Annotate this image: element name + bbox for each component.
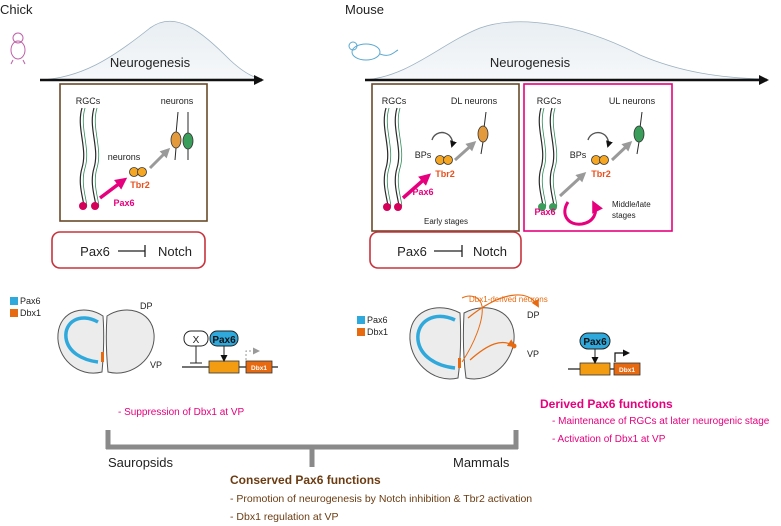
mouse-early-bp-cells [435,155,453,165]
gene-x-label: X [193,335,200,346]
mouse-late-grey-arrow-2 [558,171,587,198]
chick-rgc-soma-2 [91,202,99,210]
mouse-late-ul-neuron [633,111,645,155]
chick-legend-pax6: Pax6 [20,296,41,306]
mouse-brain-vp: VP [527,349,539,359]
mouse-late-stage-1: Middle/late [612,200,651,209]
mouse-late-stage-2: stages [612,211,636,220]
chick-icon [10,32,26,65]
mouse-late-rgcs: RGCs [537,96,562,106]
mouse-early-box [371,83,520,232]
mouse-early-tbr2: Tbr2 [435,169,455,179]
chick-legend-dbx1-swatch [10,309,18,317]
mouse-early-bps: BPs [415,150,432,160]
mammals-label: Mammals [453,455,510,470]
mouse-late-bp-cells [591,155,609,165]
mouse-late-box [523,83,673,232]
chick-panel-box [59,83,208,222]
chick-notch-box [51,231,206,269]
mouse-early-dl-neuron [477,111,489,155]
mouse-notch-box [369,231,522,269]
chick-brain-dp: DP [140,301,153,311]
mouse-brain [409,294,539,380]
mouse-early-self-renew [431,131,457,148]
chick-brain-vp: VP [150,360,162,370]
mouse-late-pax6: Pax6 [534,207,555,217]
mouse-late-rgc-1 [538,107,547,209]
chick-neuron-green [182,112,194,160]
mouse-notch-pax6: Pax6 [397,244,427,259]
mouse-neurogenesis-label: Neurogenesis [490,55,571,70]
mouse-late-pax6-loop [563,200,603,226]
mouse-late-bps: BPs [570,150,587,160]
chick-neurons-top-label: neurons [161,96,194,106]
suppression-text: - Suppression of Dbx1 at VP [118,407,245,418]
mouse-early-rgc-2 [394,107,403,209]
chick-pax6-arrow [98,177,128,200]
mouse-late-self-renew [587,131,613,148]
mouse-brain-dp: DP [527,310,540,320]
chick-rgc-fiber-2 [91,107,100,209]
mouse-gene-dbx1: Dbx1 [619,367,635,374]
mouse-legend-dbx1: Dbx1 [367,327,388,337]
mouse-early-grey-arrow [453,140,477,162]
conserved-item-2: - Dbx1 regulation at VP [230,511,339,523]
phylogeny-tree [105,430,519,467]
mouse-late-tbr2: Tbr2 [591,169,611,179]
chick-label: Chick [0,2,33,17]
sauropsids-label: Sauropsids [108,455,174,470]
chick-tbr2-label: Tbr2 [130,180,150,190]
conserved-item-1: - Promotion of neurogenesis by Notch inh… [230,493,532,505]
gene-x-pill [183,330,209,347]
chick-bp-cells [129,167,147,177]
derived-title: Derived Pax6 functions [540,397,673,411]
derived-item-1: - Maintenance of RGCs at later neurogeni… [552,416,770,427]
mouse-late-rgc-2 [549,107,558,209]
chick-rgc-soma-1 [79,202,87,210]
chick-legend-dbx1: Dbx1 [20,308,41,318]
chick-notch-pax6: Pax6 [80,244,110,259]
mouse-label: Mouse [345,2,384,17]
chick-pax6-label: Pax6 [113,198,134,208]
chick-gene-pax6-pill [209,330,239,347]
mouse-early-rgcs: RGCs [382,96,407,106]
mouse-early-pax6: Pax6 [412,187,433,197]
chick-rgcs-label: RGCs [76,96,101,106]
chick-notch-notch: Notch [158,244,192,259]
mouse-gene-pax6: Pax6 [583,337,607,348]
mouse-early-soma-1 [383,203,391,211]
mouse-late-soma-1 [538,203,546,211]
mouse-notch-notch: Notch [473,244,507,259]
chick-neuron-orange [170,111,182,161]
chick-gene-construct [182,346,278,374]
chick-legend-pax6-swatch [10,297,18,305]
chick-grey-arrow [148,147,171,170]
mouse-late-ul-neurons: UL neurons [609,96,656,106]
chick-neurons-mid-label: neurons [108,152,141,162]
conserved-title: Conserved Pax6 functions [230,473,381,487]
mouse-late-soma-2 [549,203,557,211]
mouse-legend-pax6-swatch [357,316,365,324]
chick-gene-dbx1: Dbx1 [251,365,267,372]
dbx1-derived-label: Dbx1-derived neurons [469,295,548,304]
derived-item-2: - Activation of Dbx1 at VP [552,434,666,445]
mouse-early-soma-2 [394,203,402,211]
mouse-early-pax6-arrow [401,173,432,200]
mouse-neurogenesis-curve [364,21,766,81]
mouse-legend-pax6: Pax6 [367,315,388,325]
chick-rgc-fiber-1 [79,107,88,209]
chick-neurogenesis-curve [39,20,263,81]
mouse-early-dl-neurons: DL neurons [451,96,498,106]
chick-gene-pax6: Pax6 [212,335,236,346]
mouse-icon [348,41,399,61]
mouse-legend-dbx1-swatch [357,328,365,336]
mouse-early-rgc-1 [383,107,392,209]
chick-brain [57,309,155,374]
mouse-late-grey-arrow-1 [610,140,633,162]
mouse-gene-construct [568,349,641,376]
mouse-gene-pax6-pill [579,332,611,350]
mouse-early-stage: Early stages [424,217,468,226]
chick-neurogenesis-label: Neurogenesis [110,55,191,70]
